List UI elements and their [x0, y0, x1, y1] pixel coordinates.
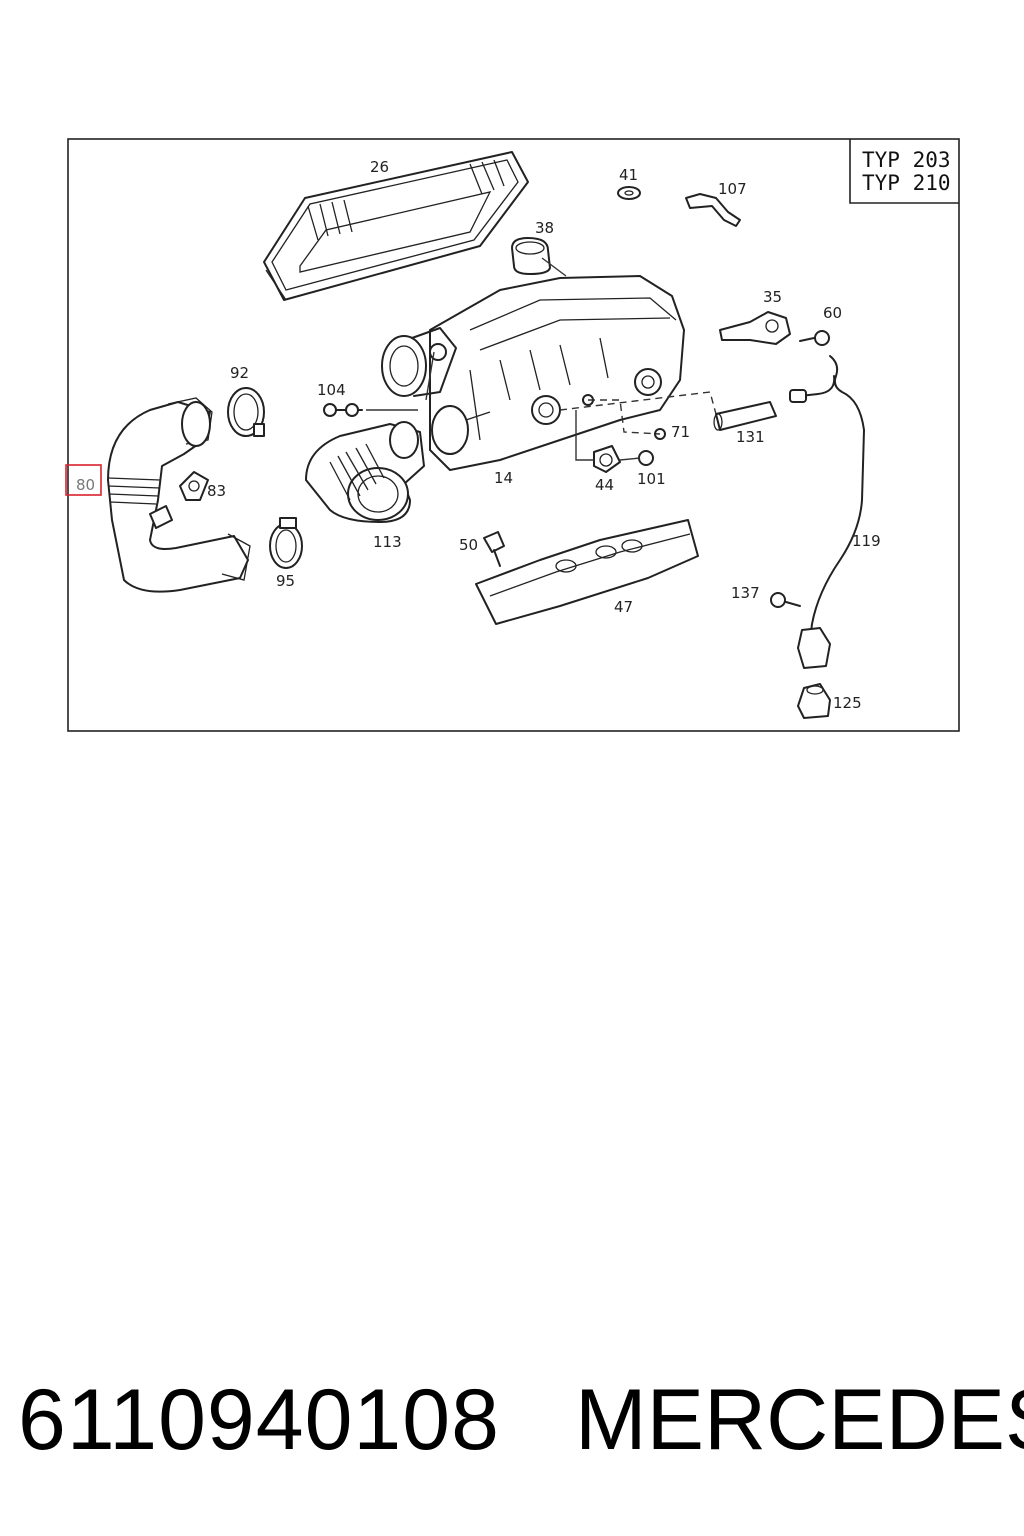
brand-name: MERCEDES	[575, 1372, 1024, 1468]
grommet-upper	[797, 627, 831, 669]
mount-44	[593, 445, 621, 473]
screw-104	[323, 403, 363, 417]
intake-hose-80	[107, 397, 251, 593]
callout-113: 113	[373, 533, 402, 551]
bolt-101	[638, 450, 654, 466]
model-type-box: TYP 203 TYP 210	[849, 139, 959, 204]
callout-131: 131	[736, 428, 765, 446]
highlighted-callout-80: 80	[65, 464, 102, 496]
bracket-107	[685, 193, 741, 227]
callout-107: 107	[718, 180, 747, 198]
callout-95: 95	[276, 572, 295, 590]
callout-14: 14	[494, 469, 513, 487]
part-number: 6110940108	[18, 1372, 500, 1468]
callout-80: 80	[76, 476, 95, 494]
callout-92: 92	[230, 364, 249, 382]
parts-diagram: TYP 203 TYP 210	[65, 138, 960, 732]
callout-83: 83	[207, 482, 226, 500]
grommet-125	[797, 683, 831, 719]
model-type-2: TYP 210	[862, 171, 951, 195]
bolt-137	[770, 592, 801, 608]
callout-71: 71	[671, 423, 690, 441]
corrugated-hose-113	[305, 421, 425, 523]
callout-26: 26	[370, 158, 389, 176]
callout-137: 137	[731, 584, 760, 602]
callout-50: 50	[459, 536, 478, 554]
callout-125: 125	[833, 694, 862, 712]
callout-104: 104	[317, 381, 346, 399]
heat-shield-47	[475, 519, 699, 625]
callout-47: 47	[614, 598, 633, 616]
washer	[617, 186, 641, 200]
diagram-frame	[67, 138, 960, 732]
callout-44: 44	[595, 476, 614, 494]
sensor-35	[719, 311, 791, 345]
callout-60: 60	[823, 304, 842, 322]
callout-35: 35	[763, 288, 782, 306]
breather-tube	[809, 355, 865, 641]
fitting-83	[179, 471, 209, 501]
hose-clamp-95	[269, 517, 303, 569]
bolt-50	[483, 531, 505, 567]
model-type-1: TYP 203	[862, 148, 951, 172]
callout-41: 41	[619, 166, 638, 184]
callout-101: 101	[637, 470, 666, 488]
callout-38: 38	[535, 219, 554, 237]
footer: 6110940108 MERCEDES	[0, 1365, 1024, 1475]
intake-housing	[381, 275, 685, 471]
hose-clamp-92	[227, 387, 265, 437]
sensor-38	[511, 237, 551, 275]
hose-131	[713, 401, 777, 431]
screw-60	[799, 330, 830, 346]
air-filter-element	[263, 151, 529, 301]
callout-119: 119	[852, 532, 881, 550]
